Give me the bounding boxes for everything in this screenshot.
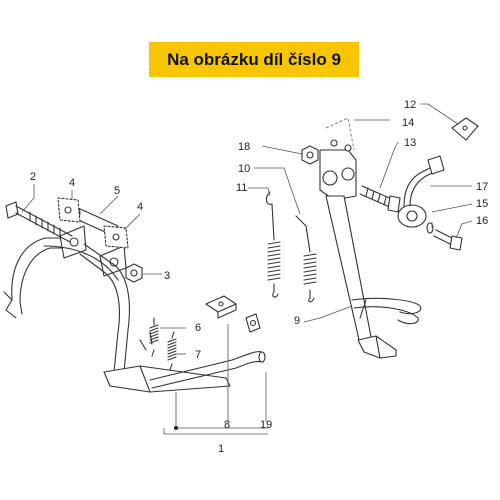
label-15: 15	[476, 198, 488, 210]
label-1: 1	[218, 443, 224, 455]
label-7: 7	[195, 349, 201, 361]
bolt-part-16	[433, 229, 463, 251]
spring-part-6	[149, 317, 159, 357]
plate-part-12	[451, 117, 479, 141]
label-17: 17	[476, 181, 488, 193]
nut-part-18	[301, 145, 319, 165]
washer-part-4a	[57, 197, 81, 223]
washer-part-4b	[103, 225, 129, 249]
label-4a: 4	[69, 177, 75, 189]
label-12: 12	[404, 99, 416, 111]
label-18: 18	[238, 141, 250, 153]
bolt-part-13	[359, 185, 401, 213]
label-11: 11	[236, 182, 247, 194]
label-16: 16	[476, 215, 488, 227]
label-14: 14	[402, 117, 414, 129]
label-9: 9	[294, 315, 300, 327]
spring-part-7	[167, 331, 177, 371]
spring-part-10	[295, 215, 317, 303]
label-2: 2	[30, 171, 36, 183]
switch-part-17	[397, 155, 445, 228]
washer-part-15	[426, 222, 434, 234]
washer-part-14	[325, 117, 355, 152]
label-4b: 4	[137, 201, 143, 213]
leader-lines	[21, 103, 473, 435]
clip-part-19	[245, 313, 261, 333]
label-8: 8	[224, 419, 230, 431]
highlighted-part-banner: Na obrázku díl číslo 9	[149, 42, 359, 77]
side-stand-part-9	[319, 149, 422, 359]
spring-part-11	[265, 191, 281, 298]
label-6: 6	[195, 322, 201, 334]
center-stand-part	[3, 225, 266, 393]
banner-text: Na obrázku díl číslo 9	[167, 49, 341, 69]
bolt-part-2	[5, 201, 73, 243]
part-labels: 2 4 5 4 3 6 7 8 19 1 11 10 9 12 14 18 13…	[30, 99, 488, 455]
label-19: 19	[260, 419, 272, 431]
label-13: 13	[404, 137, 416, 149]
label-10: 10	[238, 163, 250, 175]
label-3: 3	[164, 270, 170, 282]
nut-part-3	[125, 263, 143, 283]
label-5: 5	[114, 185, 120, 197]
reference-dot	[174, 426, 178, 430]
pad-part-8	[205, 295, 237, 319]
